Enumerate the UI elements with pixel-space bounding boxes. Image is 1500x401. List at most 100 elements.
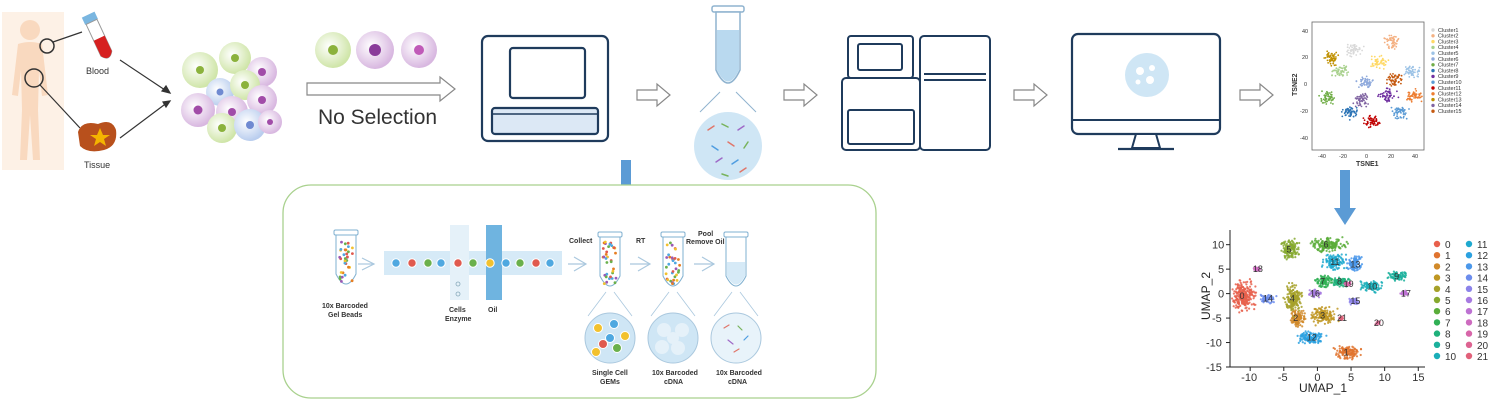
umap-point xyxy=(1310,338,1313,341)
umap-ytick-label: -5 xyxy=(1212,313,1222,325)
tsne-point xyxy=(1363,119,1366,122)
bead-dot xyxy=(339,271,343,274)
bead-dot xyxy=(612,267,615,271)
tsne-point xyxy=(1405,117,1408,120)
blood-tube-icon xyxy=(81,11,113,59)
tsne-point xyxy=(1399,77,1402,80)
umap-point xyxy=(1254,291,1258,294)
umap-point xyxy=(1294,306,1297,309)
umap-point xyxy=(1295,284,1298,287)
gel-beads-label-2: Gel Beads xyxy=(328,312,362,319)
tsne-point xyxy=(1366,120,1369,123)
chip-bead xyxy=(436,258,446,268)
umap-point xyxy=(1358,265,1361,268)
umap-point xyxy=(1338,349,1341,353)
tsne-legend-marker xyxy=(1431,97,1435,102)
tsne-point xyxy=(1397,111,1399,114)
umap-point xyxy=(1290,292,1293,295)
tsne-point xyxy=(1408,98,1411,101)
umap-point xyxy=(1313,294,1316,297)
umap-point xyxy=(1338,255,1341,258)
umap-point xyxy=(1299,292,1303,295)
umap-point xyxy=(1297,292,1300,295)
umap-legend-marker xyxy=(1465,352,1473,360)
umap-point xyxy=(1319,340,1322,343)
cells-label-1: Cells xyxy=(449,307,466,314)
bead-dot xyxy=(350,279,354,283)
umap-point xyxy=(1380,284,1383,287)
tsne-point xyxy=(1377,60,1379,63)
umap-point xyxy=(1282,244,1285,247)
umap-point xyxy=(1331,255,1334,258)
umap-point xyxy=(1363,282,1366,285)
umap-point xyxy=(1300,310,1303,313)
tsne-point xyxy=(1397,76,1399,79)
umap-point xyxy=(1301,294,1304,297)
tsne-point xyxy=(1330,57,1332,60)
tsne-point xyxy=(1347,109,1350,112)
umap-point xyxy=(1235,294,1238,297)
umap-point xyxy=(1284,255,1287,258)
umap-point xyxy=(1285,242,1288,245)
umap-point xyxy=(1244,298,1247,301)
umap-point xyxy=(1282,296,1285,299)
tsne-point xyxy=(1414,68,1416,71)
tsne-point xyxy=(1368,78,1371,81)
umap-ytick-label: -10 xyxy=(1206,338,1222,350)
umap-point xyxy=(1280,242,1283,246)
bead-dot xyxy=(667,262,671,266)
tsne-point xyxy=(1324,101,1327,103)
tsne-point xyxy=(1337,68,1340,71)
umap-point xyxy=(1317,321,1320,324)
tsne-point xyxy=(1404,66,1407,68)
umap-point xyxy=(1345,356,1348,359)
cdna1-label-1: 10x Barcoded xyxy=(652,370,698,377)
tsne-point xyxy=(1355,45,1358,47)
tsne-point xyxy=(1381,59,1384,61)
tsne-point xyxy=(1374,58,1377,61)
umap-point xyxy=(1286,293,1289,296)
tsne-point xyxy=(1340,111,1343,113)
tsne-point xyxy=(1393,112,1396,114)
bead-dot xyxy=(346,255,349,259)
chip-bead xyxy=(391,258,401,268)
bead-dot xyxy=(609,260,613,264)
tsne-point xyxy=(1352,51,1355,54)
bead-dot xyxy=(342,253,346,257)
tsne-point xyxy=(1350,113,1352,116)
tsne-point xyxy=(1326,100,1328,103)
umap-point xyxy=(1301,341,1304,344)
umap-point xyxy=(1327,282,1330,285)
umap-point xyxy=(1265,300,1268,303)
umap-point xyxy=(1332,265,1335,269)
umap-point xyxy=(1346,354,1349,357)
umap-point xyxy=(1349,264,1352,267)
umap-point xyxy=(1326,277,1329,280)
umap-cluster-label: 20 xyxy=(1374,318,1384,328)
umap-point xyxy=(1400,271,1403,275)
umap-point xyxy=(1297,316,1301,319)
tsne-point xyxy=(1355,80,1358,83)
chip-bead xyxy=(515,258,525,268)
umap-point xyxy=(1272,296,1275,299)
tsne-point xyxy=(1335,71,1338,74)
tsne-point xyxy=(1391,83,1394,85)
umap-point xyxy=(1346,347,1349,350)
hollow-arrow-2 xyxy=(783,82,818,108)
umap-point xyxy=(1254,285,1257,288)
umap-point xyxy=(1295,248,1298,251)
umap-point xyxy=(1317,341,1320,345)
umap-point xyxy=(1343,354,1346,358)
umap-point xyxy=(1370,281,1373,284)
rt-label: RT xyxy=(636,238,646,245)
tsne-point xyxy=(1386,94,1389,96)
tsne-point xyxy=(1332,62,1335,65)
umap-point xyxy=(1312,320,1315,323)
umap-point xyxy=(1326,309,1329,312)
tsne-point xyxy=(1379,95,1382,98)
tsne-point xyxy=(1352,49,1354,52)
umap-point xyxy=(1309,341,1312,344)
bead-dot xyxy=(668,255,672,259)
umap-legend-marker xyxy=(1465,252,1473,259)
tsne-point xyxy=(1359,97,1362,100)
